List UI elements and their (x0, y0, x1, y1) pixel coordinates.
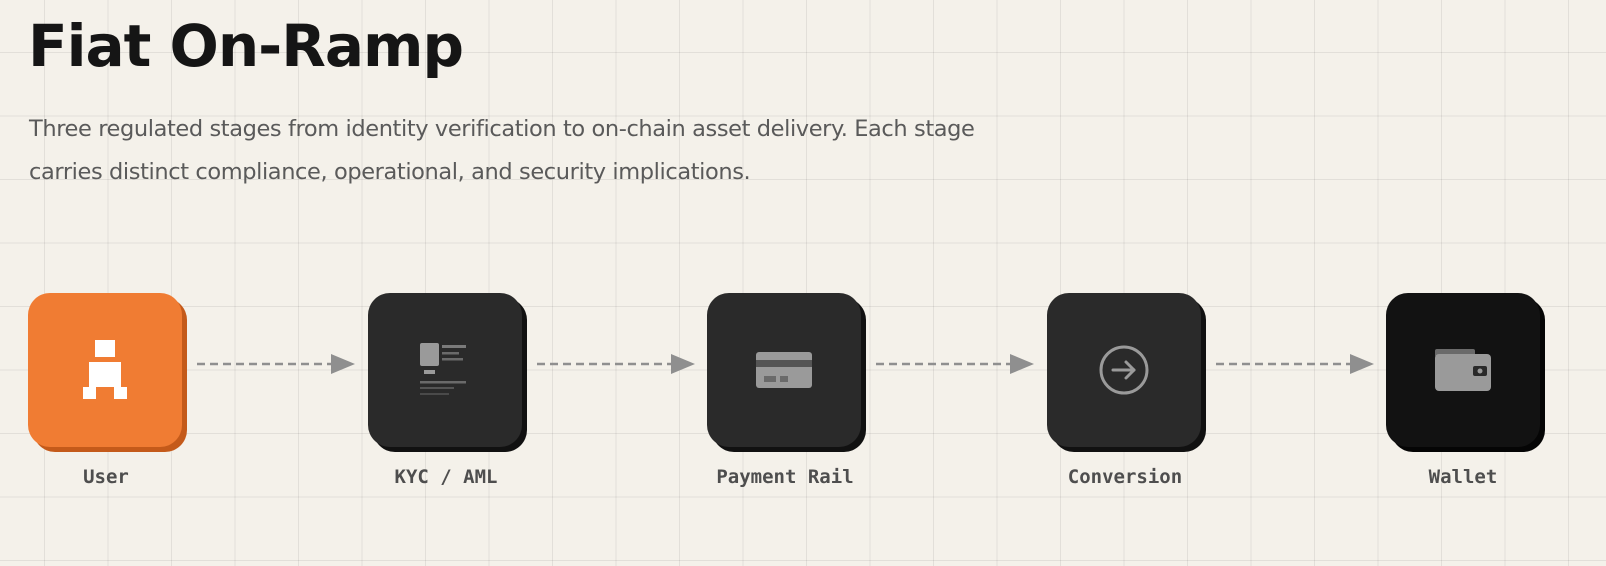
node-label-payment-rail: Payment Rail (716, 466, 854, 488)
user-node (28, 293, 188, 453)
node-label-conversion: Conversion (1067, 466, 1183, 488)
person-icon (83, 340, 127, 399)
payment-rail-node-box (707, 293, 861, 447)
connector-arrow (874, 352, 1039, 376)
credit-card-icon (756, 352, 812, 388)
wallet-node-box (1386, 293, 1540, 447)
page-title: Fiat On-Ramp (28, 12, 464, 80)
connector-arrow (195, 352, 360, 376)
conversion-node-box (1047, 293, 1201, 447)
id-card-icon (420, 343, 466, 395)
kyc-aml-node-box (368, 293, 522, 447)
node-label-wallet: Wallet (1428, 466, 1498, 488)
node-label-user: User (83, 466, 129, 488)
node-label-kyc-aml: KYC / AML (394, 466, 498, 488)
page-description: Three regulated stages from identity ver… (29, 116, 975, 185)
wallet-node (1386, 293, 1546, 453)
connector-arrow (535, 352, 700, 376)
conversion-node (1047, 293, 1207, 453)
arrow-circle-icon (1099, 345, 1149, 395)
wallet-icon (1435, 349, 1491, 391)
connector-arrow (1214, 352, 1379, 376)
user-node-box (28, 293, 182, 447)
kyc-aml-node (368, 293, 528, 453)
payment-rail-node (707, 293, 867, 453)
